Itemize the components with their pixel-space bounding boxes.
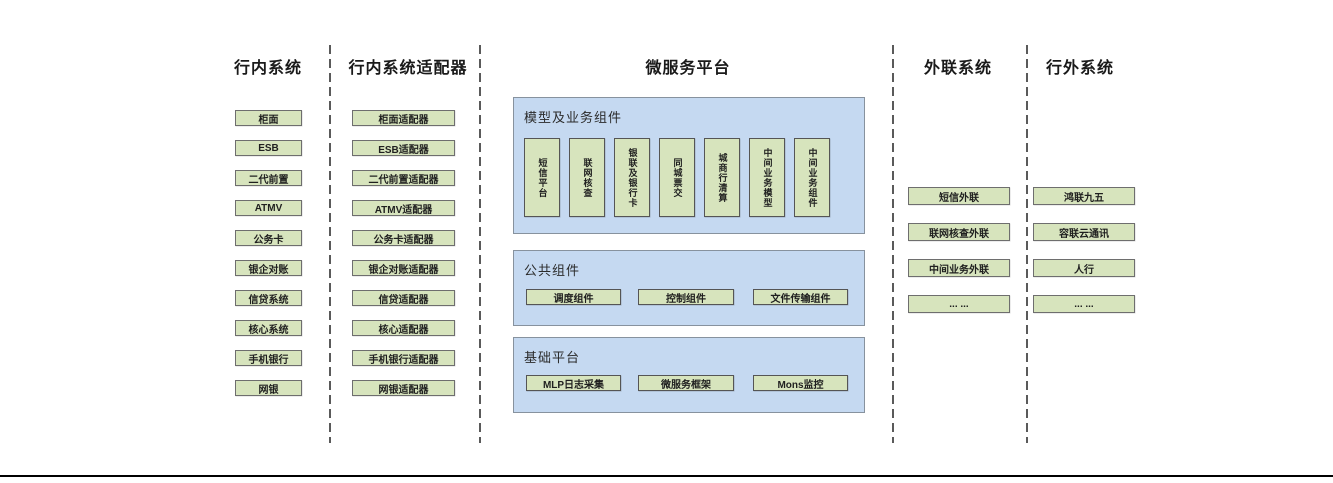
adapter-box: ESB适配器 — [352, 140, 455, 156]
header-outreach-systems: 外联系统 — [923, 60, 992, 77]
dashed-separator-3 — [892, 45, 894, 443]
component-box: 中间业务模型 — [749, 138, 785, 217]
component-box: 联网核查 — [569, 138, 605, 217]
component-box: 银联及银行卡 — [614, 138, 650, 217]
model-components-row: 短信平台联网核查银联及银行卡同城票交城商行清算中间业务模型中间业务组件 — [524, 138, 830, 217]
component-box: 文件传输组件 — [753, 289, 848, 305]
adapter-box: 信贷适配器 — [352, 290, 455, 306]
external-systems-list: 鸿联九五容联云通讯人行 ... ... — [1033, 187, 1135, 331]
system-box: 网银 — [235, 380, 302, 396]
internal-systems-list: 柜面 ESB 二代前置 ATMV 公务卡银企对账信贷系统核心系统手机银行网银 — [235, 110, 302, 410]
outreach-systems-list: 短信外联联网核查外联中间业务外联 ... ... — [908, 187, 1010, 331]
adapter-box: 手机银行适配器 — [352, 350, 455, 366]
system-box: ... ... — [1033, 295, 1135, 313]
adapter-box: ATMV适配器 — [352, 200, 455, 216]
header-external-systems: 行外系统 — [1045, 60, 1114, 77]
component-box: 微服务框架 — [638, 375, 734, 391]
system-box: 联网核查外联 — [908, 223, 1010, 241]
system-box: 柜面 — [235, 110, 302, 126]
system-box: 核心系统 — [235, 320, 302, 336]
panel-common-components: 公共组件 调度组件 控制组件 文件传输组件 — [513, 250, 865, 326]
adapter-box: 公务卡适配器 — [352, 230, 455, 246]
bottom-divider-line — [0, 475, 1333, 477]
component-box: 控制组件 — [638, 289, 734, 305]
system-box: 手机银行 — [235, 350, 302, 366]
system-box: 人行 — [1033, 259, 1135, 277]
dashed-separator-4 — [1026, 45, 1028, 443]
header-microservice-platform: 微服务平台 — [645, 60, 731, 77]
system-box: 信贷系统 — [235, 290, 302, 306]
system-box: 鸿联九五 — [1033, 187, 1135, 205]
adapter-box: 柜面适配器 — [352, 110, 455, 126]
system-box: 公务卡 — [235, 230, 302, 246]
system-box: 二代前置 — [235, 170, 302, 186]
component-box: MLP日志采集 — [526, 375, 621, 391]
system-box: 短信外联 — [908, 187, 1010, 205]
component-box: 调度组件 — [526, 289, 621, 305]
component-box: Mons监控 — [753, 375, 848, 391]
system-box: ATMV — [235, 200, 302, 216]
system-box: ... ... — [908, 295, 1010, 313]
adapter-box: 银企对账适配器 — [352, 260, 455, 276]
component-box: 短信平台 — [524, 138, 560, 217]
dashed-separator-2 — [479, 45, 481, 443]
dashed-separator-1 — [329, 45, 331, 443]
internal-adapters-list: 柜面适配器 ESB适配器二代前置适配器 ATMV适配器公务卡适配器银企对账适配器信贷… — [352, 110, 455, 410]
system-box: 中间业务外联 — [908, 259, 1010, 277]
header-internal-systems: 行内系统 — [233, 60, 302, 77]
panel-title: 模型及业务组件 — [524, 110, 623, 125]
adapter-box: 二代前置适配器 — [352, 170, 455, 186]
panel-title: 公共组件 — [524, 263, 581, 278]
system-box: 容联云通讯 — [1033, 223, 1135, 241]
component-box: 中间业务组件 — [794, 138, 830, 217]
adapter-box: 核心适配器 — [352, 320, 455, 336]
header-internal-adapters: 行内系统适配器 — [348, 60, 468, 77]
panel-model-business-components: 模型及业务组件 短信平台联网核查银联及银行卡同城票交城商行清算中间业务模型中间业… — [513, 97, 865, 234]
system-box: 银企对账 — [235, 260, 302, 276]
component-box: 城商行清算 — [704, 138, 740, 217]
system-box: ESB — [235, 140, 302, 156]
panel-base-platform: 基础平台 MLP日志采集 微服务框架 Mons监控 — [513, 337, 865, 413]
adapter-box: 网银适配器 — [352, 380, 455, 396]
panel-title: 基础平台 — [524, 350, 581, 365]
component-box: 同城票交 — [659, 138, 695, 217]
